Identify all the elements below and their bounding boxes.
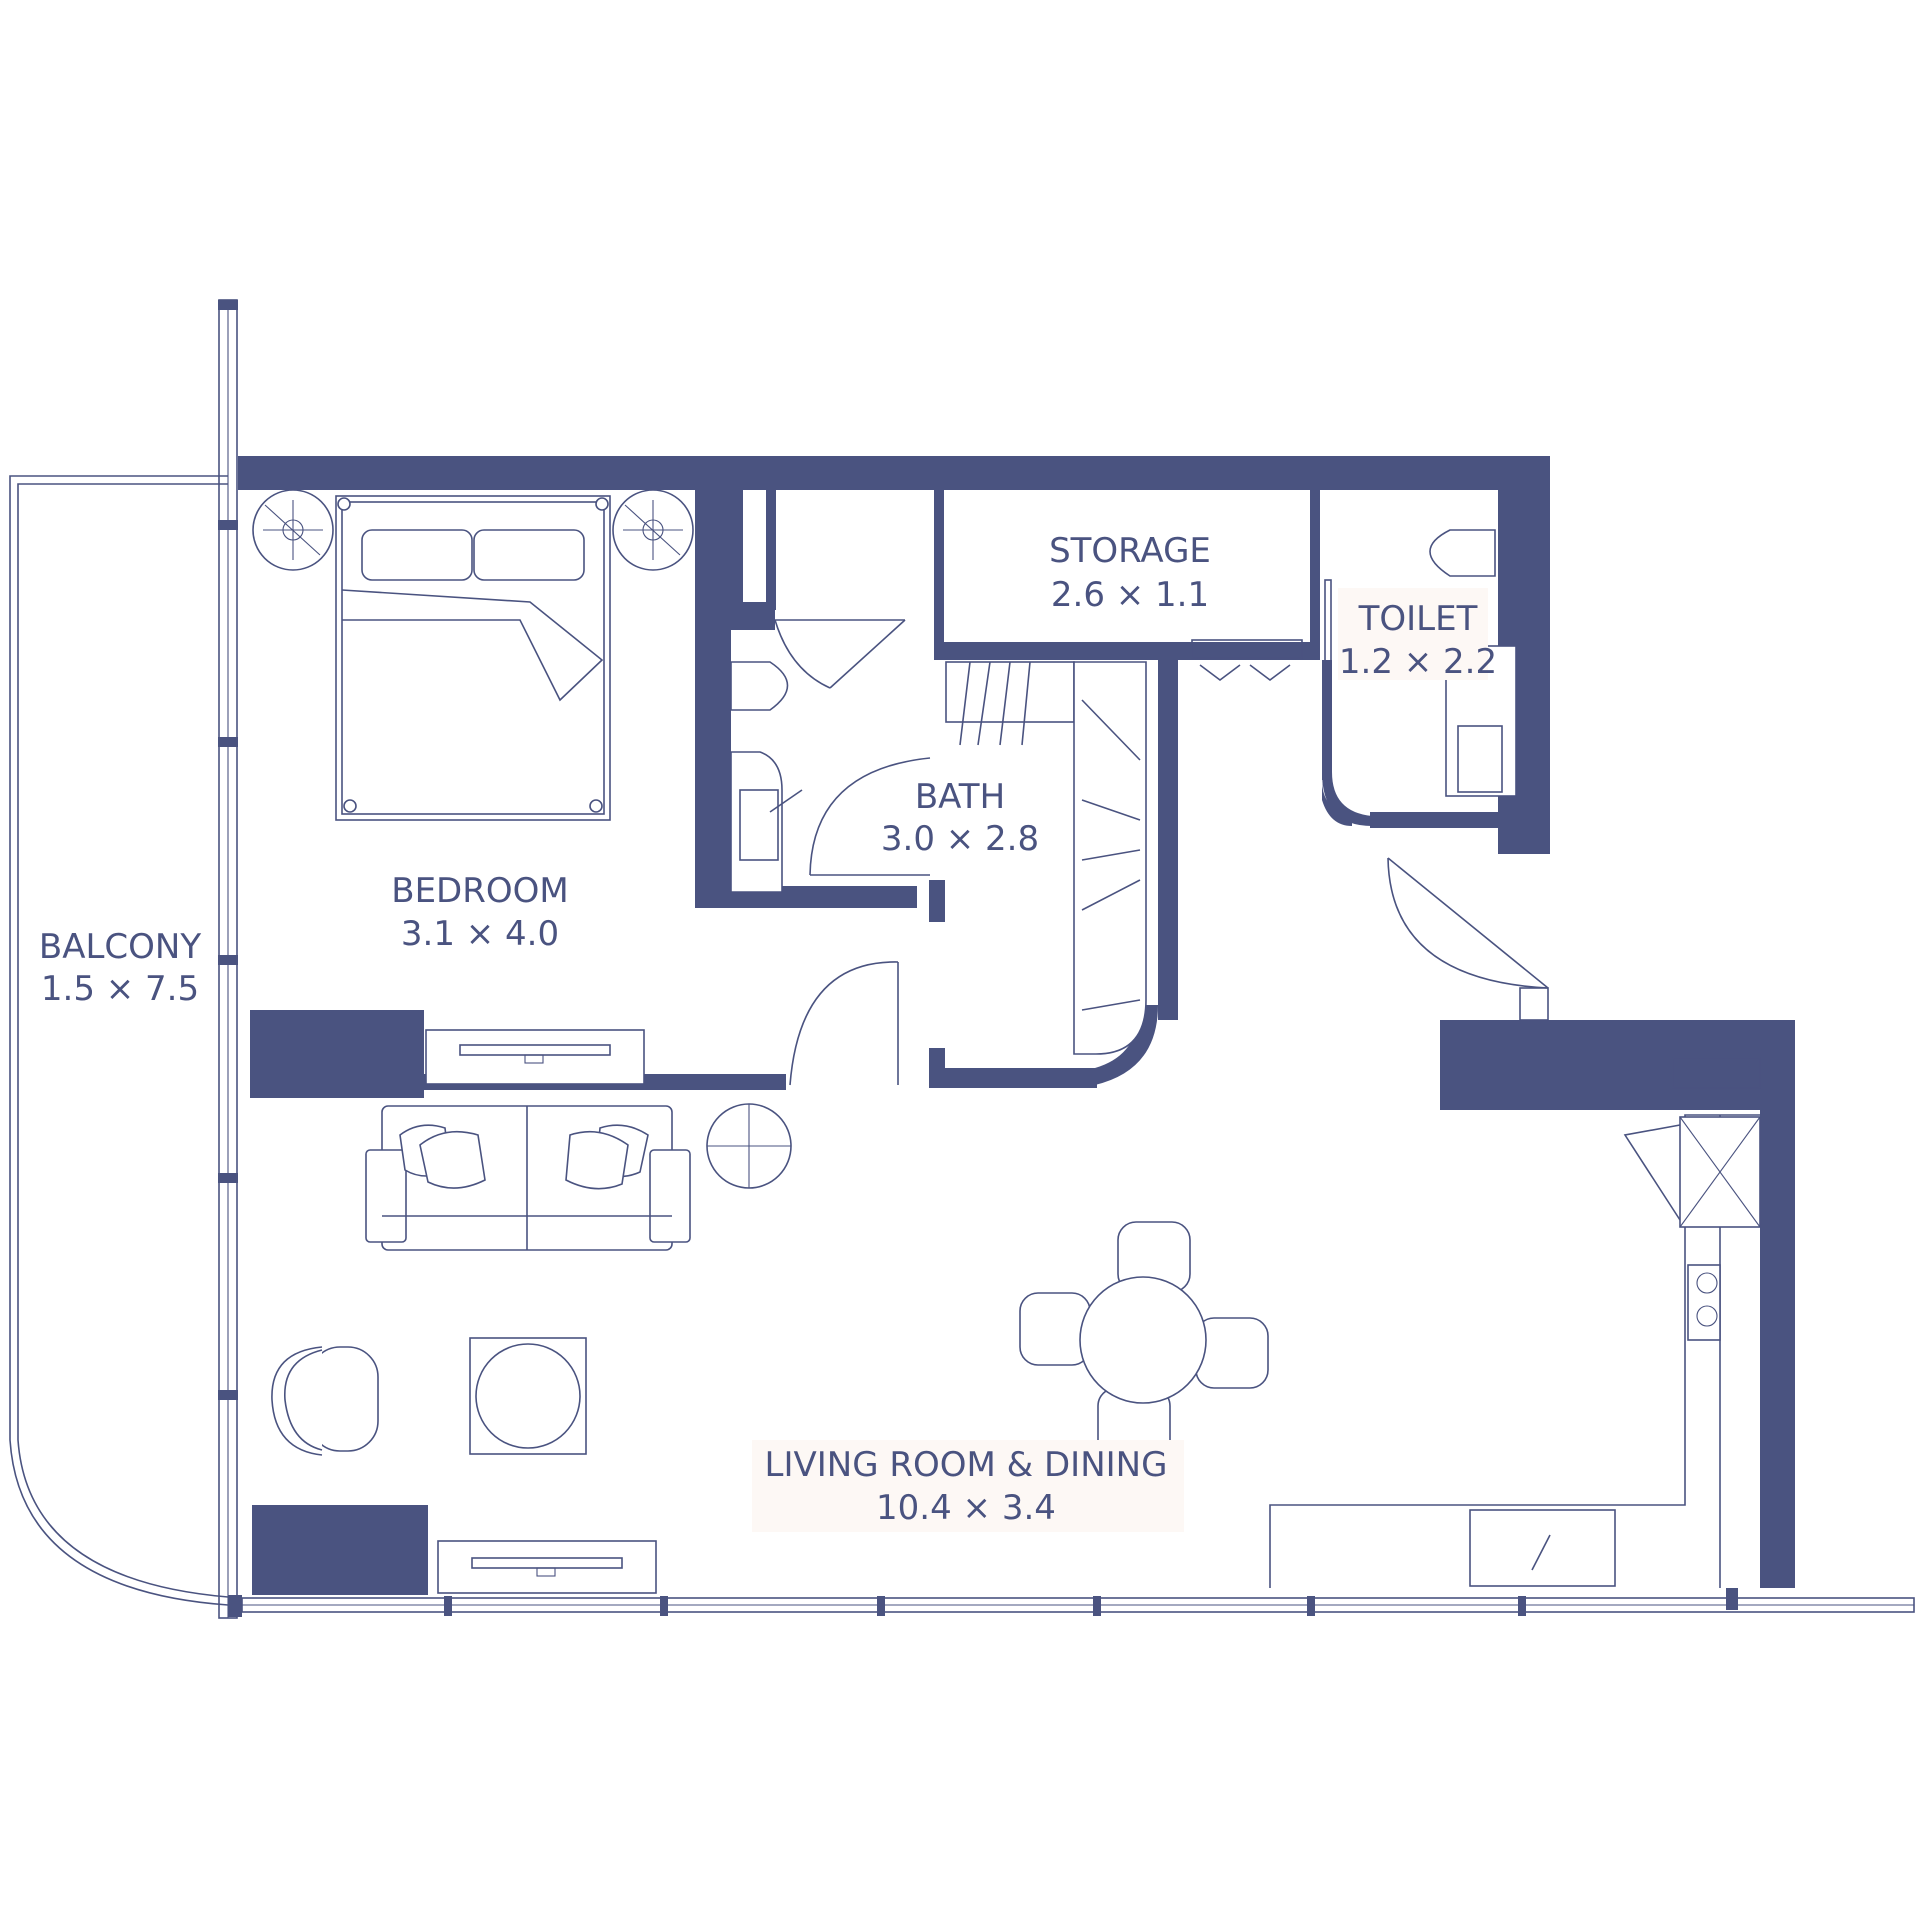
balcony-glazing: [218, 299, 238, 1619]
room-name: BEDROOM: [391, 871, 568, 911]
tv-console: [437, 1540, 657, 1594]
toilet-label-bg: [1338, 588, 1488, 680]
room-label-balcony: BALCONY 1.5 × 7.5: [39, 927, 201, 1009]
balcony-outline: [9, 475, 229, 1606]
room-dimensions: 3.0 × 2.8: [881, 819, 1039, 859]
room-label-bath: BATH 3.0 × 2.8: [881, 777, 1039, 859]
living-label-bg: [752, 1440, 1184, 1532]
room-dimensions: 1.5 × 7.5: [41, 969, 199, 1009]
sofa: [365, 1105, 691, 1251]
room-label-bedroom: BEDROOM 3.1 × 4.0: [391, 871, 568, 954]
room-name: LIVING ROOM & DINING: [765, 1445, 1168, 1485]
room-dimensions: 1.2 × 2.2: [1339, 642, 1497, 682]
coffee-table: [469, 1337, 587, 1455]
wc-fixtures: [730, 661, 803, 893]
doors: [774, 579, 1549, 1086]
side-table: [706, 1103, 792, 1189]
room-dimensions: 3.1 × 4.0: [401, 914, 559, 954]
wardrobe: [945, 661, 1147, 1055]
walls: [228, 456, 1795, 1617]
room-label-toilet: TOILET 1.2 × 2.2: [1339, 599, 1497, 682]
dining-set: [1019, 1221, 1269, 1459]
room-label-living: LIVING ROOM & DINING 10.4 × 3.4: [765, 1445, 1168, 1528]
bedroom-dresser: [425, 1029, 645, 1085]
armchair: [271, 1346, 379, 1456]
nightstand-right: [612, 489, 694, 571]
bed: [335, 495, 611, 821]
room-dimensions: 2.6 × 1.1: [1051, 575, 1209, 615]
room-label-storage: STORAGE 2.6 × 1.1: [1049, 531, 1211, 615]
room-name: TOILET: [1358, 599, 1478, 639]
room-dimensions: 10.4 × 3.4: [876, 1488, 1056, 1528]
room-name: STORAGE: [1049, 531, 1211, 571]
bottom-glazing: [241, 1596, 1915, 1616]
room-name: BATH: [915, 777, 1005, 817]
room-name: BALCONY: [39, 927, 201, 967]
nightstand-left: [252, 489, 334, 571]
kitchen: [1269, 1114, 1761, 1588]
